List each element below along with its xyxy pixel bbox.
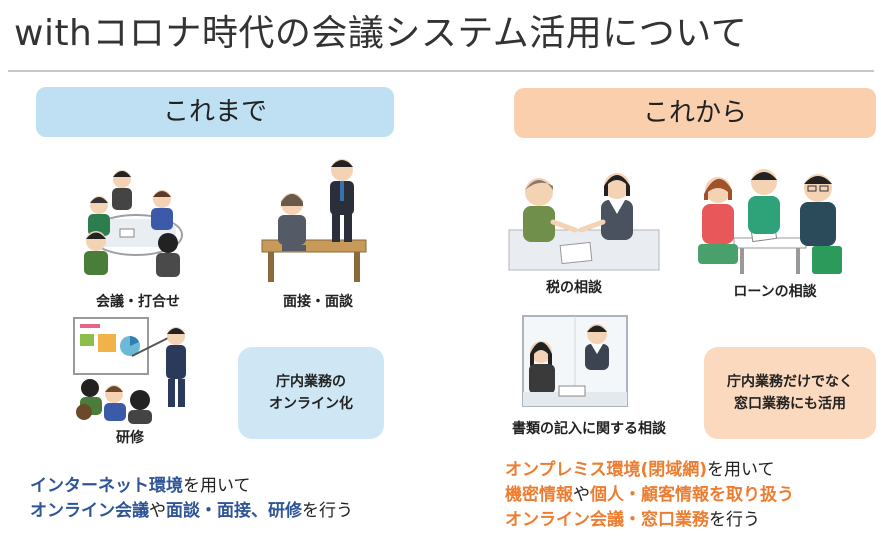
after-summary-text-2: や: [573, 485, 590, 505]
training-illustration: [72, 316, 192, 426]
before-summary-text-2: や: [149, 501, 166, 521]
after-note-line-1: 庁内業務だけでなく: [727, 374, 853, 390]
after-summary-personal: 個人・顧客情報を取り扱う: [590, 485, 794, 505]
tax-consultation-illustration: [505, 160, 665, 275]
after-note-line-2: 窓口業務にも活用: [734, 396, 846, 412]
caption-meeting: 会議・打合せ: [96, 294, 180, 310]
before-summary-text-3: を行う: [302, 501, 353, 521]
caption-training: 研修: [116, 430, 144, 446]
after-summary-text-3: を行う: [709, 510, 760, 530]
before-note-line-2: オンライン化: [269, 396, 353, 412]
meeting-illustration: [74, 163, 194, 283]
caption-interview: 面接・面談: [283, 294, 353, 310]
caption-tax: 税の相談: [546, 280, 602, 296]
after-summary-online-counter: オンライン会議・窓口業務: [505, 510, 709, 530]
after-summary: オンプレミス環境(閉域網)を用いて 機密情報や個人・顧客情報を取り扱う オンライ…: [505, 458, 794, 533]
loan-consultation-illustration: [694, 160, 854, 278]
title-divider: [8, 70, 874, 72]
before-summary-online-meeting: オンライン会議: [30, 501, 149, 521]
before-summary-interviews: 面談・面接、研修: [166, 501, 302, 521]
after-summary-confidential: 機密情報: [505, 485, 573, 505]
document-consultation-illustration: [515, 312, 635, 412]
before-heading: これまで: [36, 87, 394, 137]
caption-loan: ローンの相談: [733, 284, 817, 300]
interview-illustration: [254, 152, 374, 287]
before-note-line-1: 庁内業務の: [276, 374, 346, 390]
after-summary-text-1: を用いて: [707, 460, 775, 480]
before-note: 庁内業務の オンライン化: [238, 347, 384, 439]
after-note: 庁内業務だけでなく 窓口業務にも活用: [704, 347, 876, 439]
caption-documents: 書類の記入に関する相談: [512, 421, 666, 437]
page-title: withコロナ時代の会議システム活用について: [14, 13, 748, 54]
before-summary-network: インターネット環境: [30, 476, 183, 496]
after-heading: これから: [514, 88, 876, 138]
before-summary-text-1: を用いて: [183, 476, 251, 496]
before-summary: インターネット環境を用いて オンライン会議や面談・面接、研修を行う: [30, 474, 353, 524]
after-summary-network: オンプレミス環境(閉域網): [505, 460, 708, 480]
